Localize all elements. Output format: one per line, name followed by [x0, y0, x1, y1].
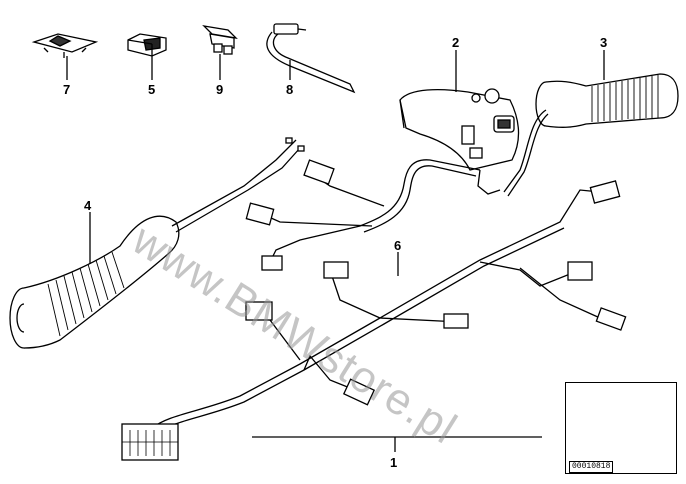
callout-7: 7 [63, 82, 71, 97]
part-5-switch [127, 33, 167, 57]
part-3-right-grip [503, 73, 679, 197]
callout-5: 5 [148, 82, 156, 97]
reference-code-label: 00010818 [569, 461, 614, 473]
callout-3: 3 [600, 35, 608, 50]
part-4-left-grip [9, 137, 305, 349]
reference-thumbnail-frame [565, 382, 677, 474]
part-8-cable-tie [266, 23, 356, 94]
callout-1: 1 [390, 455, 398, 470]
part-6-handlebar-harness [245, 159, 481, 271]
callout-8: 8 [286, 82, 294, 97]
part-7-clip [31, 33, 99, 58]
part-2-switch-housing [399, 88, 520, 195]
callout-6: 6 [394, 238, 402, 253]
callout-2: 2 [452, 35, 460, 50]
part-1-main-harness [121, 180, 627, 461]
callout-9: 9 [216, 82, 224, 97]
part-9-fuse [202, 25, 238, 55]
callout-4: 4 [84, 198, 92, 213]
